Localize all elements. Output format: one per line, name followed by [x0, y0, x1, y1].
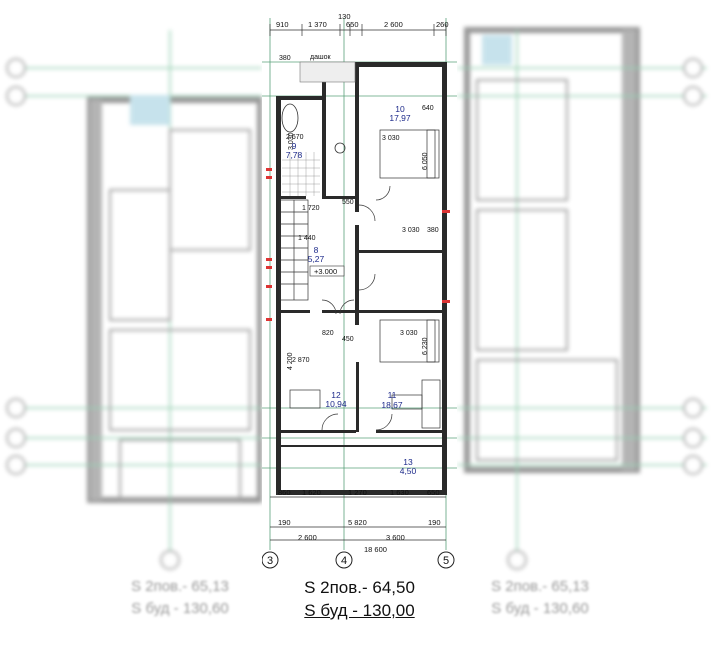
ghost-caption-left-2: S буд - 130,60	[131, 600, 229, 617]
furniture	[289, 129, 441, 429]
dim-left-1: 380	[279, 55, 291, 62]
room-13-area: 4,50	[400, 466, 417, 476]
dim-bottom-9: 3 600	[386, 533, 405, 542]
dim-inner-450: 450	[342, 336, 354, 343]
dim-vert-4200: 4 200	[287, 352, 294, 370]
axis-bubble-4	[335, 551, 353, 569]
dim-top-6: 260	[436, 20, 449, 29]
level-mark: +3.000	[314, 267, 337, 276]
ghost-caption-right-2: S буд - 130,60	[491, 600, 589, 617]
room-13-number: 13	[403, 457, 413, 467]
room-9-number: 9	[292, 141, 297, 151]
bathtub-icon	[281, 103, 299, 133]
dim-inner-1720: 1 720	[302, 205, 320, 212]
dim-top-3: 130	[338, 12, 351, 21]
dim-bottom-4: 1 630	[390, 488, 409, 497]
section-markers	[266, 168, 450, 321]
dim-inner-3030c: 3 030	[400, 330, 418, 337]
dim-bottom-total: 18 600	[364, 545, 387, 554]
dim-bottom-6: 190	[278, 518, 291, 527]
room-12-area: 10,94	[325, 399, 347, 409]
dim-inner-3030a: 3 030	[382, 135, 400, 142]
room-11-area: 18,67	[381, 400, 403, 410]
dim-inner-640: 640	[422, 105, 434, 112]
toilet-icon	[334, 142, 346, 154]
bathroom-tiles	[282, 152, 320, 196]
dim-inner-1440: 1 440	[298, 235, 316, 242]
dim-bottom-8: 5 820	[348, 518, 367, 527]
ghost-caption-left-1: S 2пов.- 65,13	[131, 578, 229, 595]
ghost-caption-right-1: S 2пов.- 65,13	[491, 578, 589, 595]
dim-top-5: 2 600	[384, 20, 403, 29]
floor-plan-panel: 910 1 370 130 650 2 600 260 дашок	[261, 0, 457, 641]
dim-left-2: 2 670	[286, 134, 304, 141]
dim-vert-6050: 6 050	[422, 152, 429, 170]
dim-bottom-10: 190	[428, 518, 441, 527]
axis-bubble-5	[437, 551, 455, 569]
stairs	[279, 199, 309, 301]
top-dimension-line	[269, 24, 447, 36]
balcony-label: дашок	[310, 54, 331, 61]
door-swings	[321, 185, 393, 431]
axis-bubble-3	[261, 551, 279, 569]
axis-label-5: 5	[443, 555, 449, 567]
dim-bottom-1: 860	[278, 488, 291, 497]
building-area-caption: S буд - 130,00	[304, 601, 415, 620]
walls	[276, 62, 447, 495]
floor-plan: 910 1 370 130 650 2 600 260 дашок	[261, 12, 457, 569]
dim-top-4: 650	[346, 20, 359, 29]
ghost-plan-left	[6, 30, 262, 570]
room-11-number: 11	[388, 390, 397, 400]
room-10-number: 10	[395, 104, 405, 114]
axis-label-4: 4	[341, 555, 347, 567]
dim-vert-3030: 3 030	[288, 132, 295, 150]
bottom-dimension-lines	[270, 496, 446, 541]
axis-label-3: 3	[267, 555, 273, 567]
dim-inner-380: 380	[427, 227, 439, 234]
room-9-area: 7,78	[286, 150, 303, 160]
room-8-number: 8	[314, 245, 319, 255]
dim-bottom-3: 1 270	[348, 488, 367, 497]
room-10-area: 17,97	[389, 113, 411, 123]
dim-inner-820: 820	[322, 330, 334, 337]
dim-inner-3030b: 3 030	[402, 227, 420, 234]
dim-vert-6230: 6 230	[422, 337, 429, 355]
dim-bottom-7: 2 600	[298, 533, 317, 542]
dim-top-1: 910	[276, 20, 289, 29]
ghost-plan-right	[457, 27, 707, 570]
room-12-number: 12	[331, 390, 341, 400]
dim-bottom-2: 1 620	[302, 488, 321, 497]
dim-bottom-5: 650	[427, 488, 440, 497]
dim-top-2: 1 370	[308, 20, 327, 29]
room-8-area: 5,27	[308, 254, 325, 264]
dim-inner-2870: 2 870	[292, 357, 310, 364]
dim-inner-550: 550	[342, 199, 354, 206]
floor-area-caption: S 2пов.- 64,50	[304, 578, 415, 597]
